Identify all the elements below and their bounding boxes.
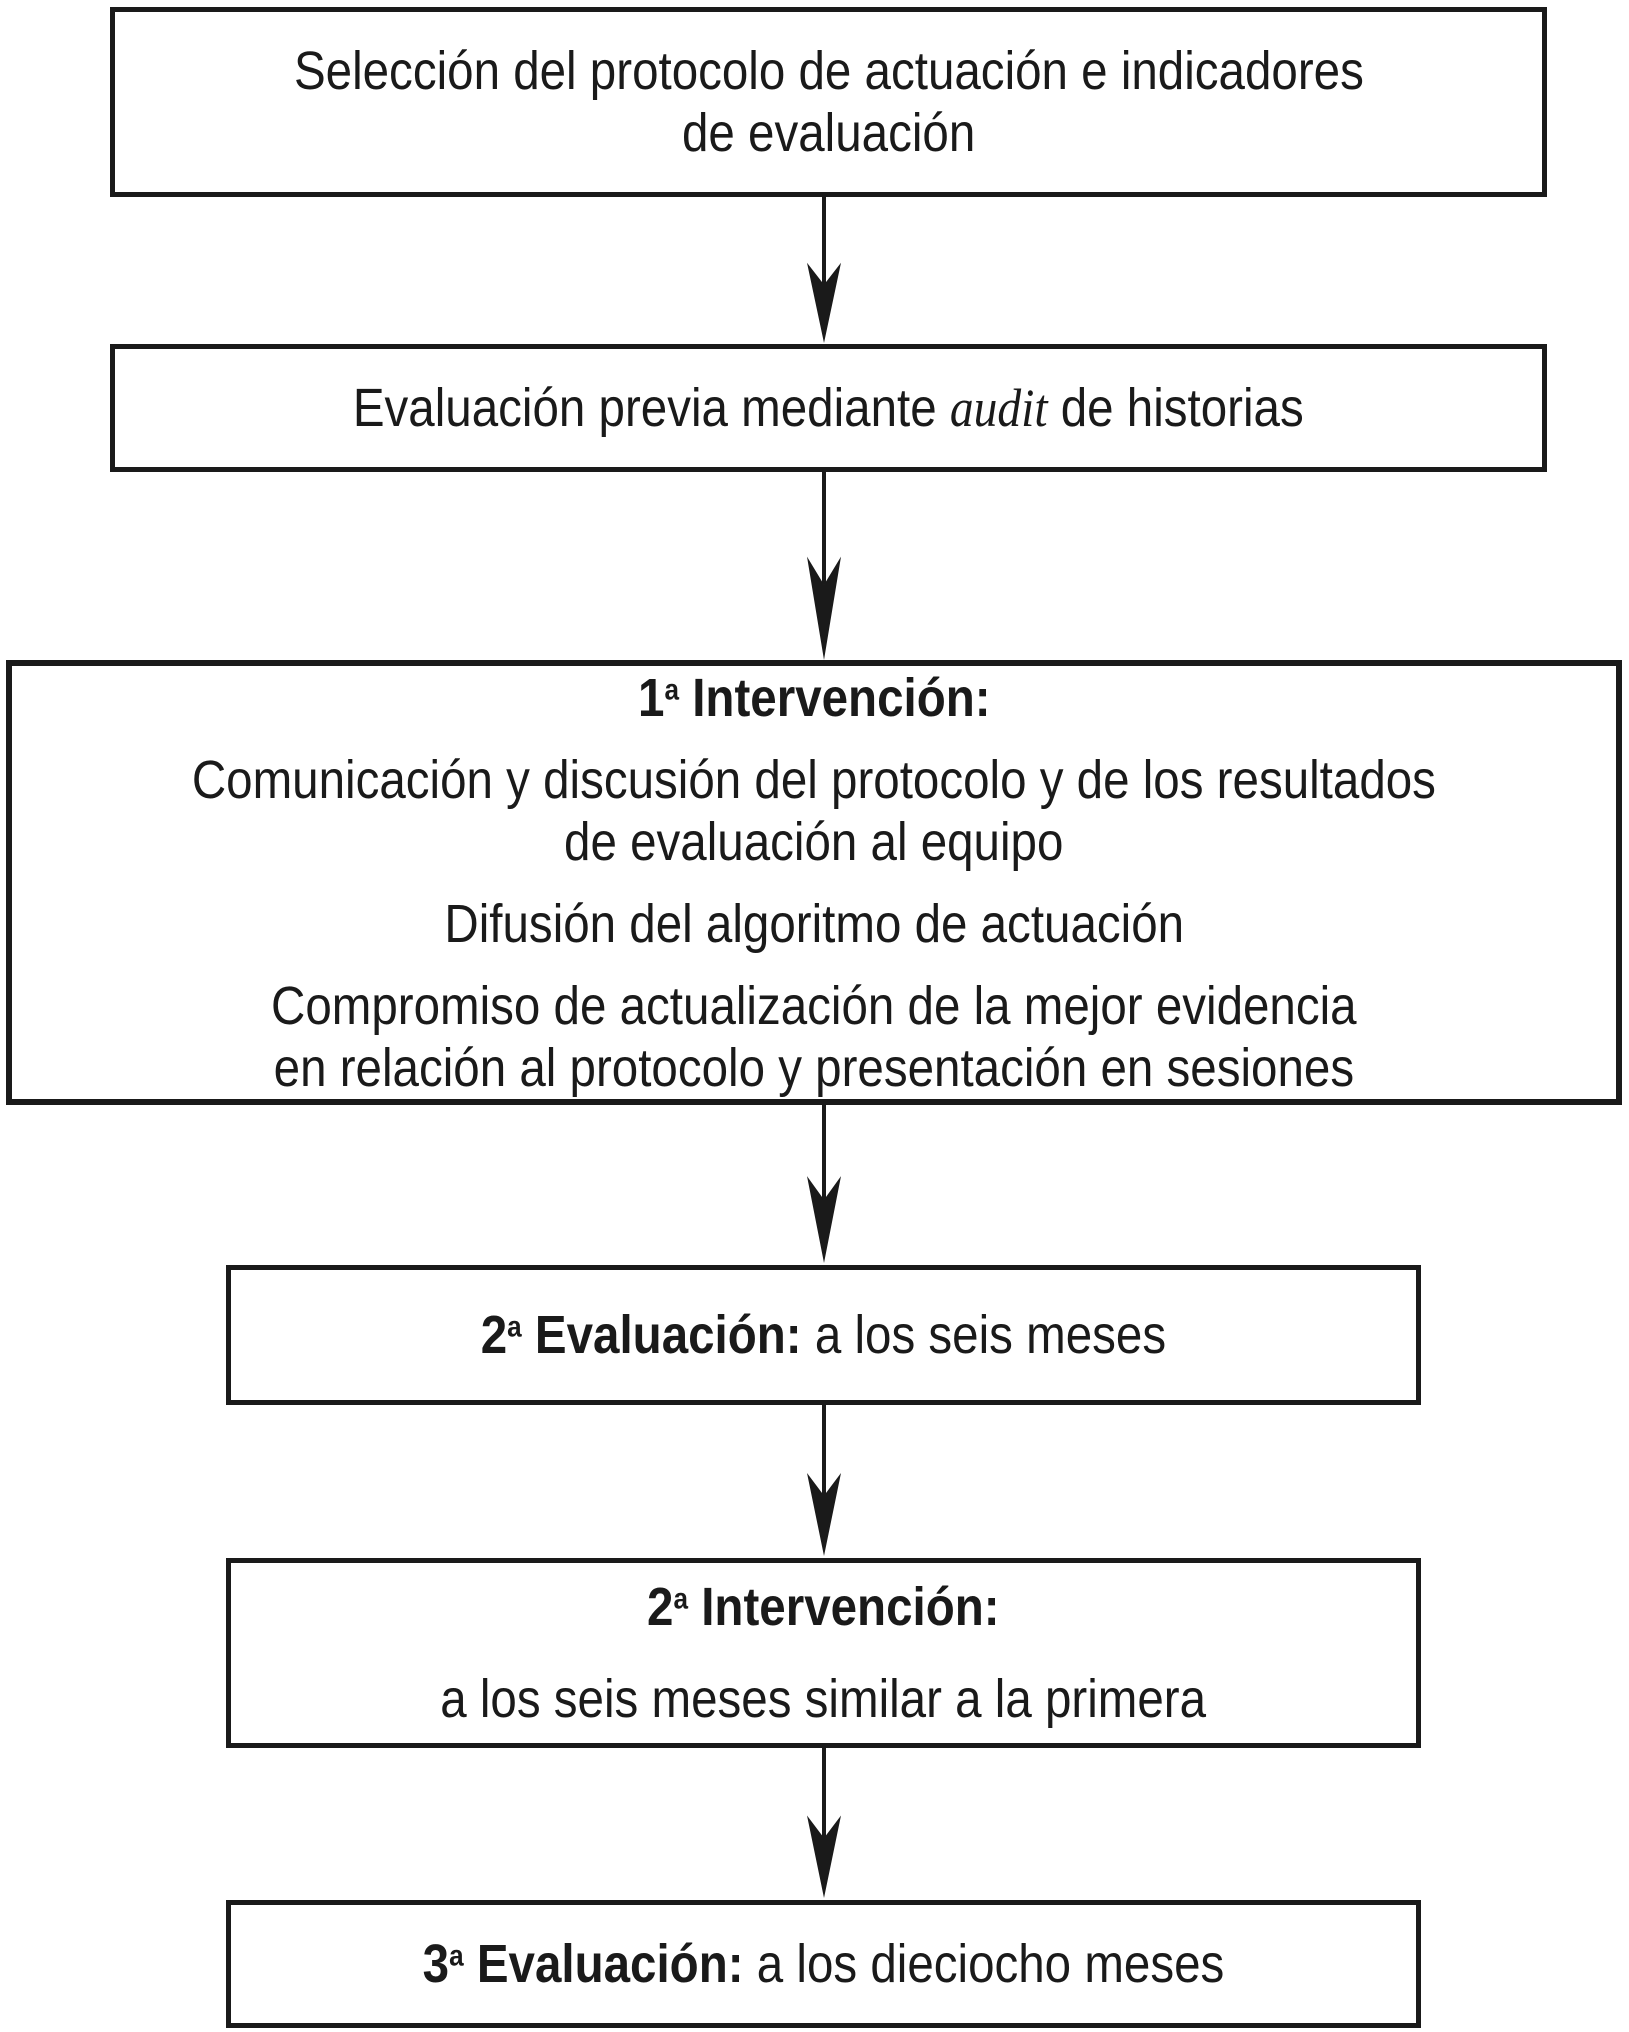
text-segment: a los dieciocho meses: [743, 1934, 1225, 1994]
down-arrow-icon: [807, 1748, 841, 1898]
heading-label: Intervención:: [678, 667, 991, 728]
ordinal-numeral: 2: [480, 1305, 508, 1365]
italic-word: audit: [950, 378, 1048, 438]
box-text-line: de evaluación: [681, 103, 976, 163]
flow-box-first-intervention: 1a Intervención: Comunicación y discusió…: [6, 660, 1622, 1105]
ordinal-numeral: 2: [647, 1577, 674, 1637]
box-text-line: a los seis meses similar a la primera: [440, 1669, 1207, 1729]
box-heading: 1a Intervención:: [638, 667, 991, 729]
text-segment: de historias: [1047, 378, 1304, 438]
text-segment: a los seis meses: [801, 1305, 1167, 1365]
box-text-line: Selección del protocolo de actuación e i…: [293, 41, 1364, 101]
ordinal-indicator: a: [449, 1939, 464, 1973]
down-arrow-icon: [807, 1105, 841, 1263]
down-arrow-icon: [807, 197, 841, 343]
heading-label: Evaluación:: [463, 1934, 744, 1994]
ordinal-indicator: a: [673, 1582, 689, 1616]
flow-box-protocol-selection: Selección del protocolo de actuación e i…: [110, 7, 1547, 197]
down-arrow-icon: [807, 1405, 841, 1556]
ordinal-indicator: a: [664, 673, 679, 707]
flow-box-previous-evaluation: Evaluación previa mediante audit de hist…: [110, 344, 1547, 472]
box-text-line: Evaluación previa mediante audit de hist…: [353, 377, 1304, 439]
ordinal-numeral: 1: [637, 667, 665, 728]
box-text-line: Difusión del algoritmo de actuación: [444, 893, 1184, 954]
box-heading: 2a Intervención:: [647, 1576, 1000, 1638]
flow-box-second-evaluation: 2a Evaluación: a los seis meses: [226, 1265, 1421, 1405]
down-arrow-icon: [807, 472, 841, 660]
heading-label: Evaluación:: [521, 1305, 802, 1365]
flow-box-third-evaluation: 3a Evaluación: a los dieciocho meses: [226, 1900, 1421, 2028]
ordinal-numeral: 3: [422, 1934, 450, 1994]
box-heading: 2a Evaluación:: [481, 1305, 802, 1365]
box-text-line: en relación al protocolo y presentación …: [273, 1037, 1355, 1098]
box-text-line: Compromiso de actualización de la mejor …: [271, 975, 1357, 1036]
flow-box-second-intervention: 2a Intervención: a los seis meses simila…: [226, 1558, 1421, 1748]
ordinal-indicator: a: [507, 1310, 522, 1344]
box-text-line: 2a Evaluación: a los seis meses: [481, 1304, 1166, 1366]
box-text-line: 3a Evaluación: a los dieciocho meses: [423, 1933, 1225, 1995]
box-text-line: de evaluación al equipo: [564, 811, 1064, 872]
text-segment: Evaluación previa mediante: [353, 378, 951, 438]
box-heading: 3a Evaluación:: [423, 1934, 744, 1994]
box-text-line: Comunicación y discusión del protocolo y…: [191, 749, 1437, 810]
heading-label: Intervención:: [688, 1577, 1000, 1637]
